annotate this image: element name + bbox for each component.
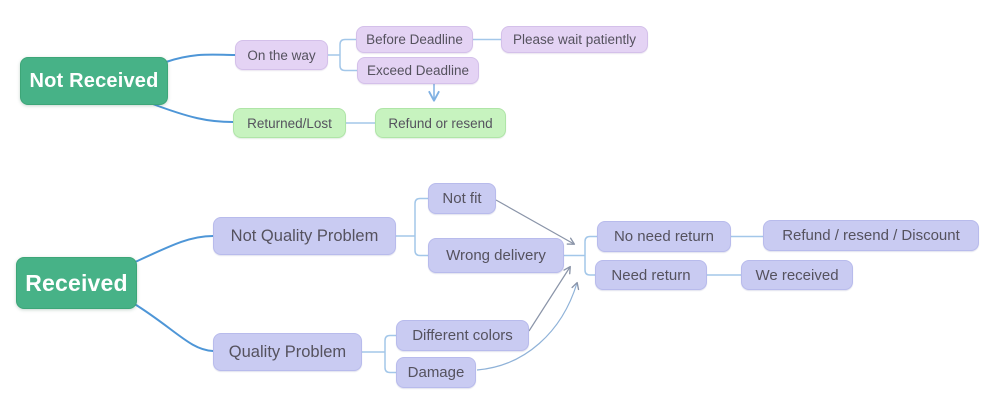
node-no-need-return[interactable]: No need return bbox=[597, 221, 731, 252]
node-damage-label: Damage bbox=[407, 364, 465, 381]
bracket-notqualityproblem bbox=[414, 197, 428, 257]
bracket-ontheway bbox=[339, 38, 357, 72]
node-on-the-way[interactable]: On the way bbox=[235, 40, 328, 70]
node-not-fit[interactable]: Not fit bbox=[428, 183, 496, 214]
node-not-quality-problem-label: Not Quality Problem bbox=[230, 226, 379, 245]
node-please-wait-patiently-label: Please wait patiently bbox=[512, 32, 637, 47]
curve-received-notqualityproblem bbox=[132, 235, 214, 264]
node-we-received-label: We received bbox=[755, 266, 839, 284]
curve-notreceived-ontheway bbox=[165, 53, 236, 63]
node-we-received[interactable]: We received bbox=[741, 260, 853, 290]
node-damage[interactable]: Damage bbox=[396, 357, 476, 388]
node-quality-problem[interactable]: Quality Problem bbox=[213, 333, 362, 371]
node-need-return-label: Need return bbox=[611, 266, 691, 284]
node-on-the-way-label: On the way bbox=[247, 47, 316, 63]
node-received-label: Received bbox=[25, 269, 128, 296]
node-wrong-delivery-label: Wrong delivery bbox=[446, 247, 546, 264]
node-returned-lost[interactable]: Returned/Lost bbox=[233, 108, 346, 138]
node-refund-resend-discount[interactable]: Refund / resend / Discount bbox=[763, 220, 979, 251]
bracket-qualityproblem bbox=[384, 334, 396, 374]
node-exceed-deadline[interactable]: Exceed Deadline bbox=[357, 57, 479, 84]
node-refund-or-resend[interactable]: Refund or resend bbox=[375, 108, 506, 138]
arrow-differentcolors-junction bbox=[528, 265, 571, 332]
node-refund-or-resend-label: Refund or resend bbox=[388, 115, 493, 131]
bracket-return bbox=[584, 235, 597, 276]
curve-received-qualityproblem bbox=[132, 302, 214, 352]
arrow-notfit-junction bbox=[495, 199, 576, 245]
node-different-colors-label: Different colors bbox=[412, 327, 513, 344]
node-not-quality-problem[interactable]: Not Quality Problem bbox=[213, 217, 396, 255]
node-not-received[interactable]: Not Received bbox=[20, 57, 168, 105]
node-exceed-deadline-label: Exceed Deadline bbox=[366, 63, 470, 78]
node-received[interactable]: Received bbox=[16, 257, 137, 309]
node-need-return[interactable]: Need return bbox=[595, 260, 707, 290]
node-not-fit-label: Not fit bbox=[442, 190, 482, 207]
node-returned-lost-label: Returned/Lost bbox=[247, 115, 332, 131]
node-no-need-return-label: No need return bbox=[613, 228, 715, 245]
node-different-colors[interactable]: Different colors bbox=[396, 320, 529, 351]
node-please-wait-patiently[interactable]: Please wait patiently bbox=[501, 26, 648, 53]
node-not-received-label: Not Received bbox=[29, 69, 159, 92]
curve-notreceived-returnedlost bbox=[149, 102, 234, 123]
node-before-deadline-label: Before Deadline bbox=[366, 32, 463, 47]
arrow-damage-junction bbox=[476, 281, 580, 371]
node-refund-resend-discount-label: Refund / resend / Discount bbox=[782, 227, 960, 244]
node-wrong-delivery[interactable]: Wrong delivery bbox=[428, 238, 564, 273]
node-quality-problem-label: Quality Problem bbox=[228, 342, 347, 361]
node-before-deadline[interactable]: Before Deadline bbox=[356, 26, 473, 53]
